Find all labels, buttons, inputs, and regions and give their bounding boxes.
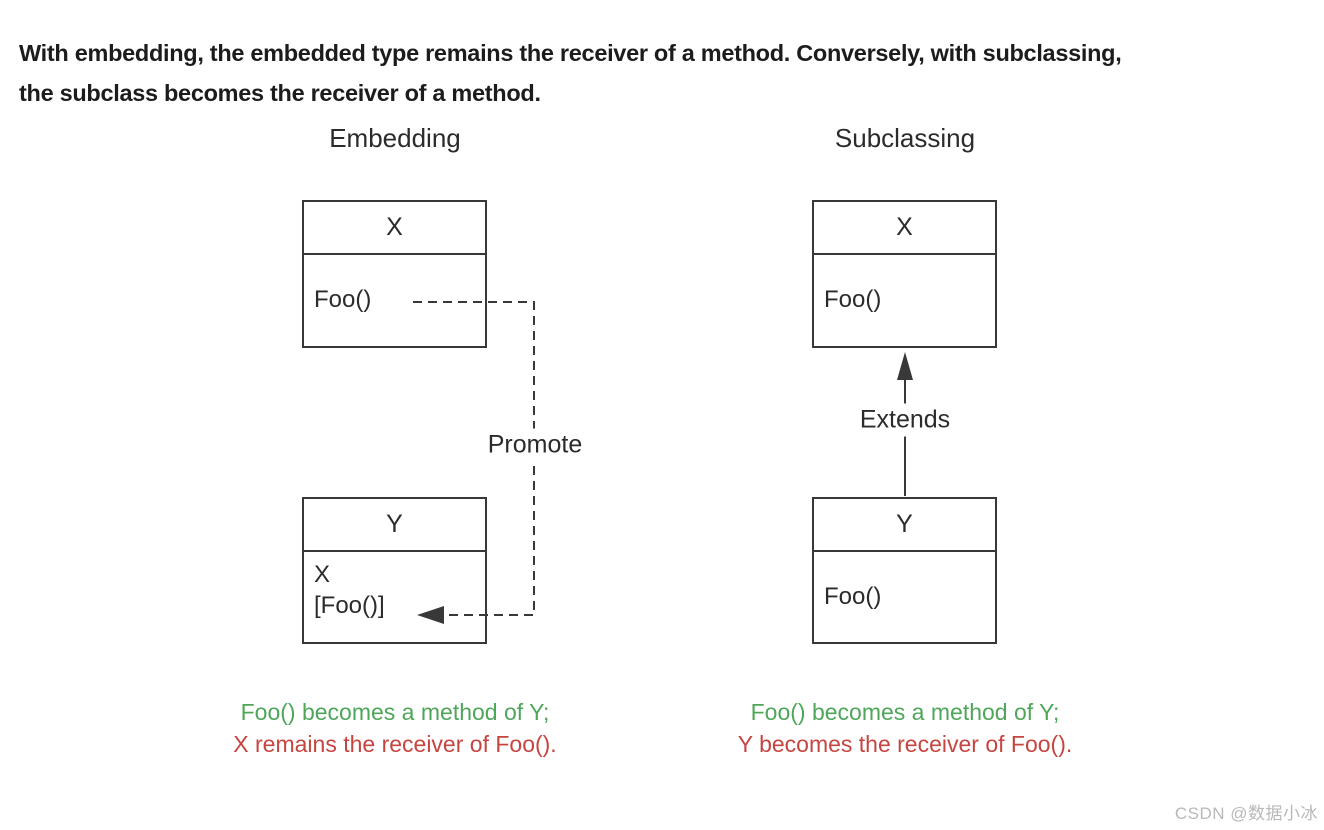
class-y-promoted-method: [Foo()] <box>314 592 385 619</box>
subclassing-caption-red: Y becomes the receiver of Foo(). <box>737 730 1073 757</box>
embedding-title: Embedding <box>329 123 461 153</box>
promote-label: Promote <box>480 428 590 462</box>
class-x-name: X <box>814 202 995 255</box>
subclassing-class-y: Y Foo() <box>812 497 997 644</box>
class-y-name: Y <box>304 499 485 552</box>
class-y-name: Y <box>814 499 995 552</box>
subclassing-title: Subclassing <box>834 123 976 153</box>
class-y-field: X <box>314 561 331 588</box>
class-x-method: Foo() <box>824 286 882 313</box>
class-y-method: Foo() <box>824 583 882 610</box>
page-heading: With embedding, the embedded type remain… <box>19 33 1309 113</box>
heading-line-2: the subclass becomes the receiver of a m… <box>19 80 541 106</box>
heading-line-1: With embedding, the embedded type remain… <box>19 40 1122 66</box>
embedding-class-y: Y X [Foo()] <box>302 497 487 644</box>
extends-arrowhead-icon <box>897 352 913 380</box>
embedding-class-x: X Foo() <box>302 200 487 348</box>
subclassing-caption-green: Foo() becomes a method of Y; <box>750 699 1060 725</box>
class-x-method: Foo() <box>314 286 372 313</box>
class-x-name: X <box>304 202 485 255</box>
embedding-caption-green: Foo() becomes a method of Y; <box>240 699 550 725</box>
subclassing-class-x: X Foo() <box>812 200 997 348</box>
extends-label: Extends <box>852 403 958 437</box>
embedding-caption-red: X remains the receiver of Foo(). <box>233 730 557 757</box>
embedding-caption: Foo() becomes a method of Y; X remains t… <box>145 697 645 760</box>
csdn-watermark: CSDN @数据小冰 <box>1174 804 1318 823</box>
subclassing-caption: Foo() becomes a method of Y; Y becomes t… <box>655 697 1155 760</box>
